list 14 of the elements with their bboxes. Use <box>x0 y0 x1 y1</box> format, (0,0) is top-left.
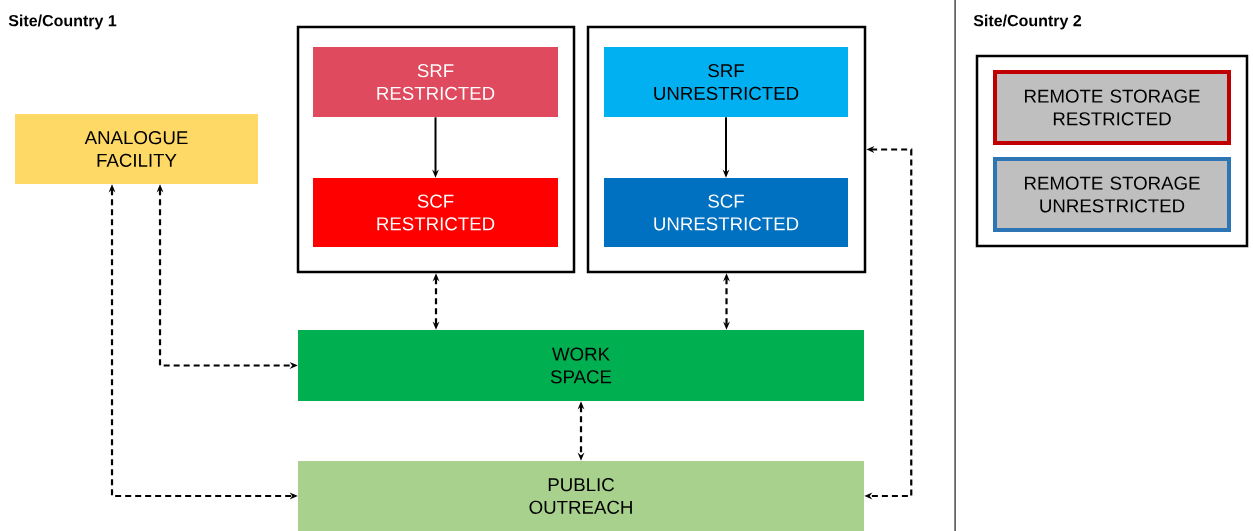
process-box: SRF RESTRICTED <box>313 47 558 117</box>
group-frame <box>586 25 867 274</box>
process-box: SCF RESTRICTED <box>313 178 558 247</box>
group-frame <box>975 54 1249 248</box>
storage-box: REMOTE STORAGE RESTRICTED <box>993 70 1231 145</box>
section-heading: Site/Country 1 <box>8 14 117 30</box>
process-box: WORK SPACE <box>298 330 864 401</box>
storage-box: REMOTE STORAGE UNRESTRICTED <box>993 157 1231 232</box>
section-heading: Site/Country 2 <box>973 14 1082 30</box>
process-box: SRF UNRESTRICTED <box>604 47 848 117</box>
process-box: PUBLIC OUTREACH <box>298 461 864 531</box>
process-box: SCF UNRESTRICTED <box>604 178 848 247</box>
process-box: ANALOGUE FACILITY <box>15 114 258 184</box>
group-frame <box>296 25 576 274</box>
